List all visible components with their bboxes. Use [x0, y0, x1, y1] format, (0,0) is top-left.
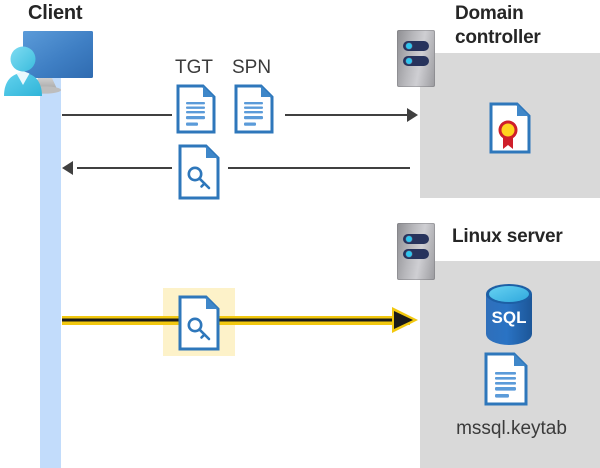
response-arrowhead [62, 161, 73, 175]
certificate-document-icon [489, 102, 531, 154]
domain-controller-server-rack-icon [397, 30, 435, 87]
tgt-document-icon [176, 84, 216, 134]
service-ticket-flow-line [62, 316, 410, 325]
linux-server-title: Linux server [452, 226, 563, 247]
service-ticket-key-document-icon [178, 295, 220, 351]
response-line-right [228, 167, 410, 169]
spn-label: SPN [232, 57, 272, 78]
response-line-left [77, 167, 172, 169]
client-title: Client [28, 2, 83, 24]
spn-document-icon [234, 84, 274, 134]
keytab-document-icon [484, 352, 528, 406]
client-lifeline [40, 70, 61, 468]
keytab-file-label: mssql.keytab [456, 418, 567, 439]
request-arrowhead [407, 108, 418, 122]
client-computer-user-icon [4, 31, 93, 96]
sql-database-icon: SQL [486, 284, 532, 345]
domain-controller-title: Domain controller [455, 3, 541, 48]
sql-label: SQL [492, 308, 527, 327]
linux-server-server-rack-icon [397, 223, 435, 280]
tgt-label: TGT [175, 57, 213, 78]
service-ticket-arrowhead [394, 311, 413, 329]
ticket-key-document-icon [178, 144, 220, 200]
request-line-right [285, 114, 410, 116]
request-line-left [62, 114, 172, 116]
